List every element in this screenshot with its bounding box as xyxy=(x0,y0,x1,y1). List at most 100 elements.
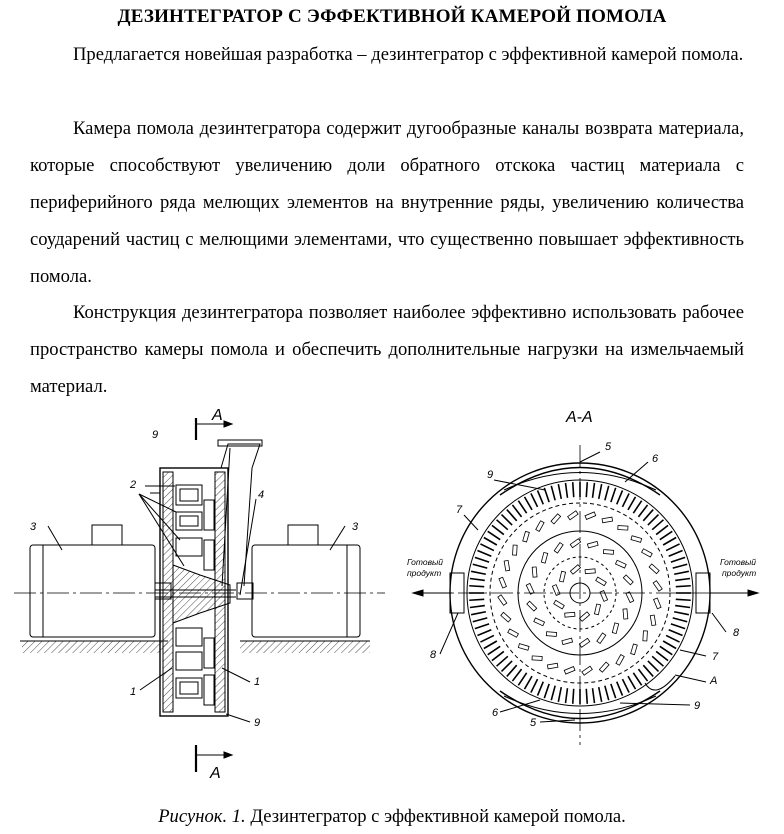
right-motor xyxy=(236,524,370,653)
grinding-blade xyxy=(581,665,593,676)
label-9-top: 9 xyxy=(487,469,493,481)
grinding-tooth xyxy=(668,628,683,637)
label-8-left: 8 xyxy=(430,649,437,661)
grinding-tooth xyxy=(604,685,610,701)
grinding-blade xyxy=(595,576,607,587)
paragraph-design-text: Конструкция дезинтегратора позволяет наи… xyxy=(30,302,744,397)
cross-section-view xyxy=(411,445,760,745)
grinding-blade xyxy=(553,599,565,610)
grinding-blade xyxy=(578,637,591,648)
grinding-tooth xyxy=(496,519,509,531)
grinding-blade xyxy=(522,530,530,543)
grinding-blade xyxy=(601,516,614,524)
grinding-tooth xyxy=(668,549,683,558)
grinding-tooth xyxy=(673,610,690,616)
grinding-blade xyxy=(599,590,609,602)
grinding-tooth xyxy=(550,685,556,701)
grinding-blade xyxy=(648,563,660,575)
grinding-elements xyxy=(175,484,215,706)
grinding-blade xyxy=(652,580,663,592)
grinding-blade xyxy=(540,551,549,564)
grinding-tooth xyxy=(474,556,490,563)
grinding-tooth xyxy=(477,628,492,637)
grinding-tooth xyxy=(500,513,513,526)
grinding-blade xyxy=(642,630,648,642)
grinding-blade xyxy=(503,559,511,572)
grinding-blade xyxy=(563,666,576,675)
grinding-tooth xyxy=(571,482,575,498)
grinding-tooth xyxy=(591,688,596,704)
output-left-line1: Готовый xyxy=(407,557,443,567)
grinding-blade xyxy=(622,608,629,620)
label-2: 2 xyxy=(129,479,136,491)
grinding-blade xyxy=(525,582,535,595)
grinding-blade xyxy=(569,564,582,575)
grinding-blade xyxy=(596,632,607,645)
grinding-tooth xyxy=(557,483,563,500)
grinding-blade xyxy=(558,570,567,583)
grinding-tooth xyxy=(571,688,575,704)
grinding-blade xyxy=(584,568,596,575)
side-section-view xyxy=(14,418,385,772)
grinding-tooth xyxy=(627,675,637,690)
grinding-tooth xyxy=(491,650,505,662)
grinding-tooth xyxy=(610,683,617,699)
paragraph-intro: Предлагается новейшая разработка – дезин… xyxy=(30,36,744,73)
grinding-tooth xyxy=(670,556,686,563)
grinding-blade xyxy=(561,637,574,646)
grinding-tooth xyxy=(517,672,528,686)
label-6-top: 6 xyxy=(652,453,659,465)
grinding-blade xyxy=(630,535,643,543)
grinding-blade xyxy=(498,576,507,589)
grinding-tooth xyxy=(491,524,505,536)
grinding-blade xyxy=(500,611,512,623)
grinding-tooth xyxy=(610,487,617,503)
label-6-bottom: 6 xyxy=(492,707,499,719)
grinding-tooth xyxy=(659,645,673,656)
right-view-labels: A-A 5 6 9 7 Готовый продукт Готовый прод… xyxy=(407,409,756,729)
grinding-tooth xyxy=(637,504,649,518)
grinding-tooth xyxy=(557,686,563,703)
grinding-tooth xyxy=(469,577,485,582)
grinding-blade xyxy=(625,591,635,604)
grinding-tooth xyxy=(470,570,487,576)
grinding-tooth xyxy=(487,530,501,541)
label-3-right: 3 xyxy=(352,521,359,533)
label-a-detail: A xyxy=(709,675,717,687)
label-3-left: 3 xyxy=(30,521,37,533)
grinding-tooth xyxy=(523,496,533,511)
grinding-tooth xyxy=(597,686,603,703)
grinding-tooth xyxy=(647,660,660,673)
grinding-blade xyxy=(512,544,518,556)
grinding-blade xyxy=(567,510,579,521)
grinding-tooth xyxy=(632,500,643,514)
technical-drawing: A A 9 2 3 3 4 1 1 9 xyxy=(14,407,760,782)
grinding-tooth xyxy=(651,655,664,667)
grinding-tooth xyxy=(480,634,495,643)
grinding-tooth xyxy=(665,543,680,552)
section-mark-bottom: A xyxy=(209,765,221,782)
grinding-blade xyxy=(545,631,558,637)
grinding-blade xyxy=(602,549,615,555)
grinding-blade xyxy=(507,628,519,638)
grinding-blade xyxy=(553,541,564,554)
grinding-tooth xyxy=(672,563,688,569)
paragraph-chamber-text: Камера помола дезинтегратора содержит ду… xyxy=(30,118,744,287)
grinding-tooth xyxy=(655,524,669,536)
grinding-blade xyxy=(653,597,662,610)
label-9-bottom: 9 xyxy=(254,717,260,729)
grinding-tooth xyxy=(585,482,589,498)
grinding-blade xyxy=(630,643,638,656)
grinding-blade xyxy=(593,603,602,616)
output-right-line2: продукт xyxy=(722,568,756,578)
grinding-blade xyxy=(526,600,538,612)
grinding-tooth xyxy=(597,483,603,500)
figure-caption: Рисунок. 1. Дезинтегратор с эффективной … xyxy=(0,806,784,828)
grinding-tooth xyxy=(536,681,545,696)
label-9-bottom: 9 xyxy=(694,700,700,712)
grinding-tooth xyxy=(564,688,569,704)
label-7-top: 7 xyxy=(456,504,463,516)
grinding-tooth xyxy=(642,664,654,677)
grinding-tooth xyxy=(523,675,533,690)
left-motor xyxy=(20,524,172,653)
